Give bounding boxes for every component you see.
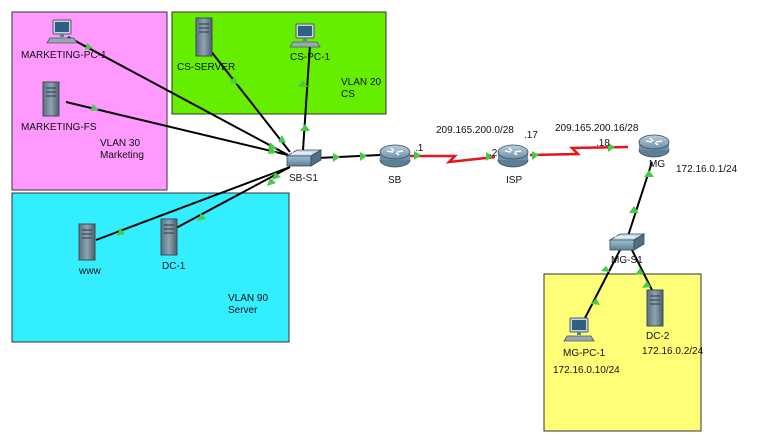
link-light xyxy=(268,142,277,150)
cs-area-vlan: VLAN 20 xyxy=(341,77,381,88)
cs-pc1[interactable] xyxy=(289,23,321,48)
link-light xyxy=(608,143,615,152)
marketing-area xyxy=(11,11,168,191)
mg-label: MG xyxy=(649,159,665,170)
pc-icon xyxy=(46,19,78,44)
marketing-area-vlan: VLAN 30 xyxy=(100,138,140,149)
switch-icon xyxy=(608,233,646,251)
server-area xyxy=(11,192,290,343)
link-light xyxy=(642,281,651,288)
sb-interface-ip: .1 xyxy=(415,143,424,154)
link-lights xyxy=(85,43,654,305)
serial-links xyxy=(409,145,629,164)
link-light xyxy=(486,152,493,161)
link-light xyxy=(644,170,654,177)
link-light xyxy=(278,135,286,143)
server-icon xyxy=(646,289,664,327)
dc2-server[interactable] xyxy=(646,289,664,327)
link-light xyxy=(300,124,310,131)
link-www-sb-s1[interactable] xyxy=(95,166,291,241)
link-marketing-fs-sb-s1[interactable] xyxy=(65,101,289,156)
server-icon xyxy=(160,218,178,256)
server-icon xyxy=(195,17,213,57)
link-light xyxy=(90,104,99,111)
ethernet-links xyxy=(65,36,655,319)
sb-isp-network: 209.165.200.0/28 xyxy=(436,125,514,136)
mg-router[interactable] xyxy=(638,134,670,158)
link-dc1-sb-s1[interactable] xyxy=(175,166,291,229)
link-light xyxy=(360,152,367,161)
pc-icon xyxy=(563,317,595,342)
link-light xyxy=(601,266,610,272)
isp-interface-ip-sb-side: .2 xyxy=(489,148,498,159)
link-light xyxy=(85,43,93,50)
link-light xyxy=(298,80,308,87)
www-label: www xyxy=(78,266,101,277)
serial-sb-isp[interactable] xyxy=(409,154,496,164)
link-light xyxy=(272,172,281,180)
server-icon xyxy=(42,81,60,117)
server-area-name: Server xyxy=(228,305,258,316)
isp-mg-network: 209.165.200.16/28 xyxy=(555,123,639,134)
marketing-area-name: Marketing xyxy=(100,150,144,161)
link-light xyxy=(197,213,206,221)
mg-interface-ip: .18 xyxy=(596,138,610,149)
sb-s1[interactable] xyxy=(285,149,323,167)
mg-s1-label: MG-S1 xyxy=(611,255,643,266)
link-mg-s1-mg-pc1[interactable] xyxy=(584,249,621,319)
mg-pc1-label: MG-PC-1 xyxy=(563,348,606,359)
link-light xyxy=(635,268,644,275)
link-light xyxy=(414,151,421,160)
serial-isp-mg[interactable] xyxy=(529,145,629,157)
link-light xyxy=(268,147,277,154)
link-light xyxy=(117,228,125,236)
link-light xyxy=(333,153,340,162)
server-icon xyxy=(78,223,96,261)
cs-pc1-label: CS-PC-1 xyxy=(290,52,330,63)
mg-area xyxy=(543,273,702,432)
sb-label: SB xyxy=(388,175,402,186)
link-light xyxy=(532,151,539,160)
dc1-label: DC-1 xyxy=(162,261,186,272)
isp-router[interactable] xyxy=(497,144,529,168)
cs-server[interactable] xyxy=(195,17,213,57)
mg-s1[interactable] xyxy=(608,233,646,251)
cs-area-name: CS xyxy=(341,89,355,100)
router-icon xyxy=(497,144,529,168)
isp-interface-ip-mg-side: .17 xyxy=(524,130,538,141)
www-server[interactable] xyxy=(78,223,96,261)
link-cs-server-sb-s1[interactable] xyxy=(209,49,291,153)
dc2-label: DC-2 xyxy=(646,331,670,342)
dc2-address: 172.16.0.2/24 xyxy=(642,346,704,357)
router-icon xyxy=(379,144,411,168)
link-sb-s1-sb[interactable] xyxy=(317,154,381,159)
mg-pc1[interactable] xyxy=(563,317,595,342)
switch-icon xyxy=(285,149,323,167)
link-light xyxy=(267,178,276,186)
mg-pc1-address: 172.16.0.10/24 xyxy=(553,365,620,376)
link-light xyxy=(230,76,238,84)
link-light xyxy=(591,298,600,305)
link-cs-pc1-sb-s1[interactable] xyxy=(302,44,311,151)
marketing-pc1[interactable] xyxy=(46,19,78,44)
pc-icon xyxy=(289,23,321,48)
isp-label: ISP xyxy=(506,175,522,186)
marketing-pc1-label: MARKETING-PC-1 xyxy=(21,50,107,61)
sb-router[interactable] xyxy=(379,144,411,168)
cs-server-label: CS-SERVER xyxy=(177,62,235,73)
link-marketing-pc1-sb-s1[interactable] xyxy=(67,36,289,156)
sb-s1-label: SB-S1 xyxy=(289,173,318,184)
dc1-server[interactable] xyxy=(160,218,178,256)
link-light xyxy=(629,206,639,213)
marketing-fs-label: MARKETING-FS xyxy=(21,122,97,133)
mg-address: 172.16.0.1/24 xyxy=(676,164,738,175)
router-icon xyxy=(638,134,670,158)
marketing-fs[interactable] xyxy=(42,81,60,117)
server-area-vlan: VLAN 90 xyxy=(228,293,268,304)
